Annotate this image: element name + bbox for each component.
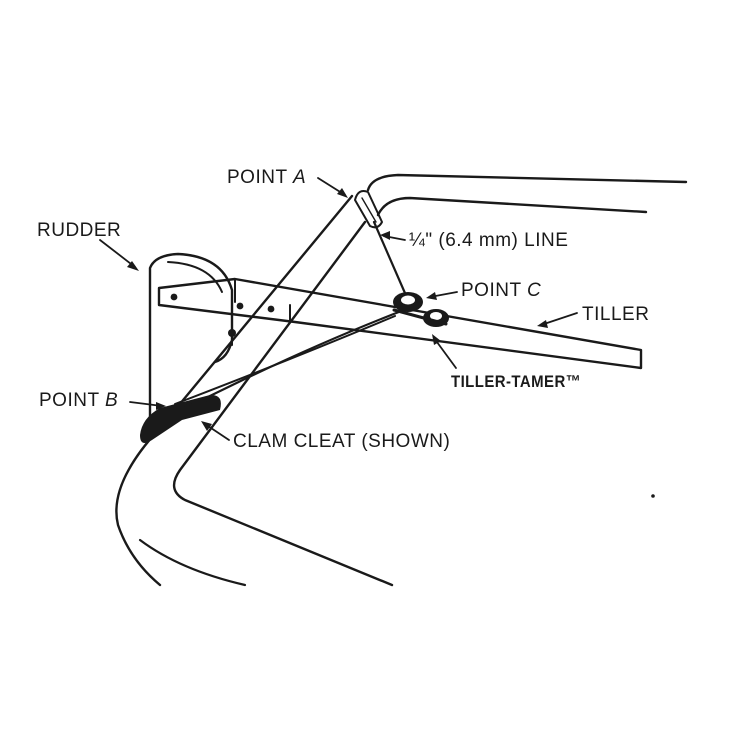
tiller bbox=[157, 277, 643, 370]
tiller-label: TILLER bbox=[582, 304, 650, 325]
tiller-tamer-device bbox=[392, 292, 449, 327]
line-a-to-c bbox=[372, 220, 410, 302]
point-c-label: POINT C bbox=[461, 280, 542, 301]
point-a-fitting bbox=[354, 190, 383, 229]
clam-cleat bbox=[140, 394, 221, 444]
clam-cleat-label: CLAM CLEAT (SHOWN) bbox=[233, 431, 451, 452]
point-b-label: POINT B bbox=[39, 390, 119, 411]
leader-arrows bbox=[99, 177, 578, 441]
rudder bbox=[148, 252, 236, 422]
rudder-label: RUDDER bbox=[37, 220, 122, 241]
point-a-label: POINT A bbox=[227, 167, 307, 188]
tiller-tamer-label: TILLER-TAMER™ bbox=[451, 372, 582, 391]
boat-hull bbox=[115, 173, 688, 587]
line-label: ¼" (6.4 mm) LINE bbox=[409, 230, 569, 251]
